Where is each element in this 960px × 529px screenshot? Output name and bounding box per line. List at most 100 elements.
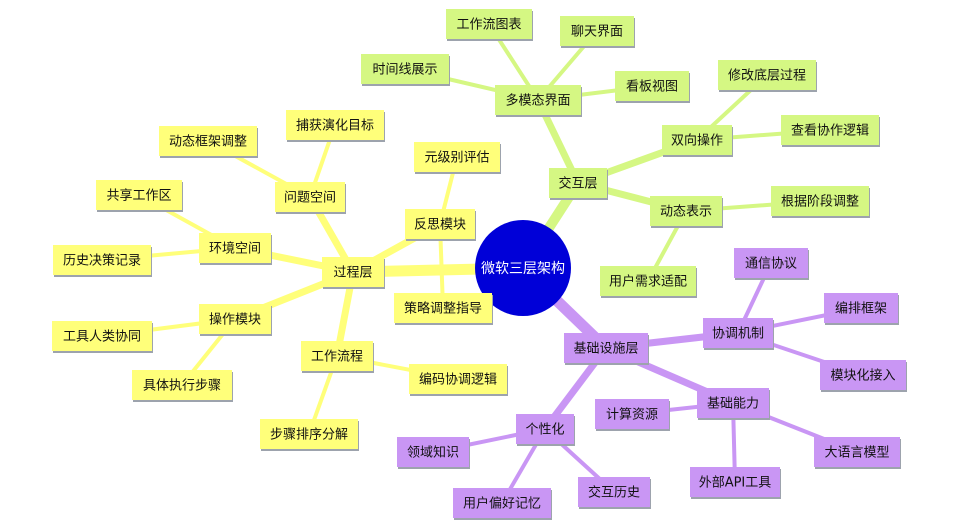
node-process-layer-workflow-label[interactable]: 工作流程 bbox=[301, 341, 374, 373]
node-infrastructure-layer-base-capability-label[interactable]: 基础能力 bbox=[697, 388, 770, 420]
node-process-layer-operation-module-children-0[interactable]: 工具人类协同 bbox=[52, 321, 153, 353]
node-box bbox=[199, 233, 271, 263]
node-interaction-layer-multimodal-ui-children-2[interactable]: 时间线展示 bbox=[361, 54, 450, 86]
node-box bbox=[578, 477, 650, 507]
node-box bbox=[260, 419, 358, 449]
node-label: 查看协作逻辑 bbox=[791, 123, 869, 139]
node-label: 基础能力 bbox=[707, 397, 759, 412]
node-label: 步骤排序分解 bbox=[270, 428, 348, 443]
node-process-layer-problem-space-children-0[interactable]: 动态框架调整 bbox=[159, 126, 258, 158]
node-box bbox=[322, 257, 384, 287]
node-label: 反思模块 bbox=[414, 218, 466, 233]
node-infrastructure-layer-base-capability-children-0[interactable]: 计算资源 bbox=[595, 399, 670, 431]
node-label: 历史决策记录 bbox=[63, 253, 141, 269]
node-label: 工作流程 bbox=[311, 350, 363, 365]
node-process-layer-problem-space-children-1[interactable]: 捕获演化目标 bbox=[286, 110, 385, 142]
node-label: 修改底层过程 bbox=[728, 68, 806, 84]
node-label: 工具人类协同 bbox=[63, 330, 141, 345]
node-interaction-layer-dynamic-display-children-0[interactable]: 根据阶段调整 bbox=[771, 186, 870, 218]
node-process-layer-environment-space-children-0[interactable]: 共享工作区 bbox=[96, 180, 183, 212]
node-box bbox=[600, 266, 696, 296]
node-infrastructure-layer-personalization-children-1[interactable]: 用户偏好记忆 bbox=[453, 488, 552, 520]
node-box bbox=[662, 125, 732, 155]
node-box bbox=[414, 142, 500, 172]
node-process-layer-problem-space-label[interactable]: 问题空间 bbox=[275, 182, 346, 214]
node-label: 聊天界面 bbox=[571, 25, 623, 40]
node-process-layer-operation-module-children-1[interactable]: 具体执行步骤 bbox=[132, 370, 233, 402]
node-box bbox=[361, 54, 449, 84]
node-interaction-layer-dynamic-display-children-1[interactable]: 用户需求适配 bbox=[600, 266, 697, 298]
node-label: 问题空间 bbox=[284, 191, 336, 206]
node-box bbox=[199, 304, 271, 334]
node-process-layer-operation-module-label[interactable]: 操作模块 bbox=[199, 304, 272, 336]
node-box bbox=[734, 248, 808, 278]
node-label: 捕获演化目标 bbox=[296, 118, 374, 134]
node-infrastructure-layer-coordination-children-0[interactable]: 通信协议 bbox=[734, 248, 809, 280]
node-label: 动态表示 bbox=[660, 205, 712, 220]
node-box bbox=[814, 437, 900, 467]
node-label: 领域知识 bbox=[407, 445, 459, 461]
node-interaction-layer-label[interactable]: 交互层 bbox=[549, 168, 608, 200]
node-box bbox=[697, 388, 769, 418]
node-interaction-layer-multimodal-ui-children-3[interactable]: 看板视图 bbox=[615, 71, 690, 103]
center-node[interactable]: 微软三层架构 bbox=[475, 220, 571, 316]
node-box bbox=[409, 364, 507, 394]
node-process-layer-reflection-module-label[interactable]: 反思模块 bbox=[405, 209, 476, 241]
node-label: 时间线展示 bbox=[372, 63, 437, 78]
node-label: 动态框架调整 bbox=[169, 135, 247, 150]
node-label: 看板视图 bbox=[626, 79, 678, 95]
node-label: 多模态界面 bbox=[505, 93, 570, 109]
node-process-layer-reflection-module-children-1[interactable]: 策略调整指导 bbox=[394, 293, 493, 325]
node-label: 根据阶段调整 bbox=[781, 195, 859, 210]
center-circle bbox=[475, 220, 571, 316]
node-box bbox=[718, 60, 816, 90]
node-box bbox=[405, 209, 475, 239]
node-interaction-layer-bidirectional-children-1[interactable]: 查看协作逻辑 bbox=[781, 115, 880, 147]
node-interaction-layer-multimodal-ui-children-1[interactable]: 聊天界面 bbox=[560, 16, 635, 48]
node-interaction-layer-bidirectional-label[interactable]: 双向操作 bbox=[662, 125, 733, 157]
node-infrastructure-layer-base-capability-children-2[interactable]: 外部API工具 bbox=[690, 467, 781, 499]
node-infrastructure-layer-label[interactable]: 基础设施层 bbox=[564, 333, 649, 365]
node-process-layer-workflow-children-1[interactable]: 编码协调逻辑 bbox=[409, 364, 508, 396]
node-infrastructure-layer-coordination-children-1[interactable]: 编排框架 bbox=[824, 293, 899, 325]
node-label: 策略调整指导 bbox=[404, 301, 482, 317]
node-label: 编排框架 bbox=[835, 302, 887, 317]
node-box bbox=[446, 9, 532, 39]
node-interaction-layer-bidirectional-children-0[interactable]: 修改底层过程 bbox=[718, 60, 817, 92]
node-label: 工作流图表 bbox=[456, 18, 521, 33]
node-label: 交互历史 bbox=[588, 485, 640, 501]
node-infrastructure-layer-base-capability-children-1[interactable]: 大语言模型 bbox=[814, 437, 901, 469]
node-label: 操作模块 bbox=[209, 312, 261, 328]
node-label: 元级别评估 bbox=[424, 151, 489, 166]
node-label: 用户偏好记忆 bbox=[463, 496, 541, 512]
node-box bbox=[516, 414, 574, 444]
node-box bbox=[771, 186, 869, 216]
center-label: 微软三层架构 bbox=[481, 261, 565, 277]
node-box bbox=[52, 321, 152, 351]
node-process-layer-label[interactable]: 过程层 bbox=[322, 257, 385, 289]
node-infrastructure-layer-personalization-label[interactable]: 个性化 bbox=[516, 414, 575, 446]
node-label: 用户需求适配 bbox=[609, 274, 687, 290]
node-process-layer-environment-space-children-1[interactable]: 历史决策记录 bbox=[53, 245, 152, 277]
node-process-layer-workflow-children-0[interactable]: 步骤排序分解 bbox=[260, 419, 359, 451]
node-box bbox=[301, 341, 373, 371]
node-process-layer-environment-space-label[interactable]: 环境空间 bbox=[199, 233, 272, 265]
node-label: 双向操作 bbox=[671, 133, 723, 149]
node-infrastructure-layer-personalization-children-2[interactable]: 交互历史 bbox=[578, 477, 651, 509]
node-infrastructure-layer-coordination-children-2[interactable]: 模块化接入 bbox=[820, 360, 907, 392]
node-interaction-layer-multimodal-ui-children-0[interactable]: 工作流图表 bbox=[446, 9, 533, 41]
node-interaction-layer-multimodal-ui-label[interactable]: 多模态界面 bbox=[495, 85, 582, 117]
node-process-layer-reflection-module-children-0[interactable]: 元级别评估 bbox=[414, 142, 501, 174]
node-label: 计算资源 bbox=[606, 408, 658, 423]
node-label: 编码协调逻辑 bbox=[419, 373, 497, 388]
node-box bbox=[781, 115, 879, 145]
node-box bbox=[820, 360, 906, 390]
node-label: 交互层 bbox=[558, 176, 597, 192]
node-box bbox=[549, 168, 607, 198]
node-box bbox=[286, 110, 384, 140]
node-infrastructure-layer-personalization-children-0[interactable]: 领域知识 bbox=[397, 437, 470, 469]
node-infrastructure-layer-coordination-label[interactable]: 协调机制 bbox=[703, 318, 774, 350]
node-label: 协调机制 bbox=[712, 327, 764, 342]
node-interaction-layer-dynamic-display-label[interactable]: 动态表示 bbox=[650, 196, 723, 228]
